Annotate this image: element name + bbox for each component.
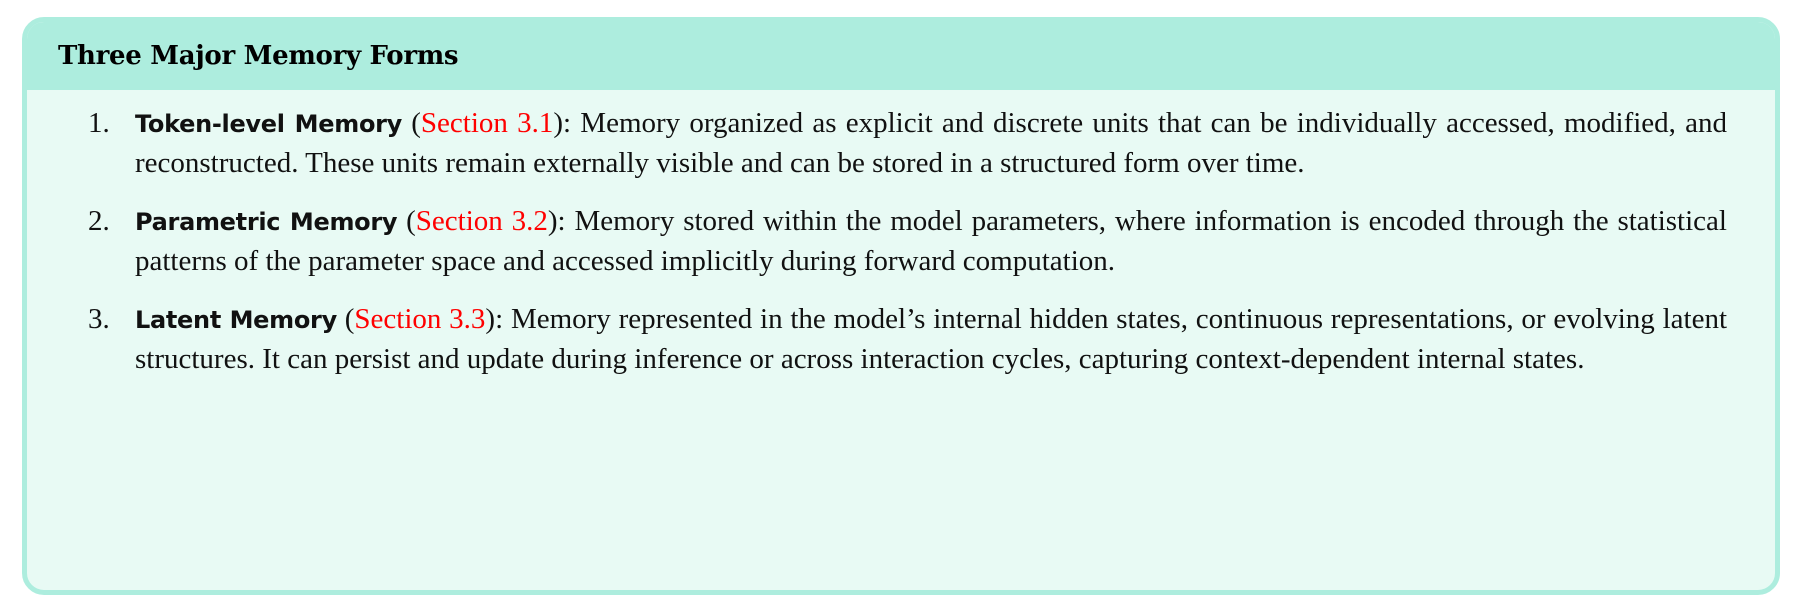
item-description: Memory represented in the model’s intern… bbox=[135, 303, 1728, 375]
item-term: Latent Memory bbox=[135, 306, 337, 334]
box-title: Three Major Memory Forms bbox=[58, 41, 459, 71]
list-item: 3. Latent Memory (Section 3.3): Memory r… bbox=[88, 300, 1728, 379]
item-number: 3. bbox=[88, 303, 110, 335]
item-description: Memory organized as explicit and discret… bbox=[135, 107, 1727, 179]
item-number: 1. bbox=[88, 107, 110, 139]
item-description: Memory stored within the model parameter… bbox=[135, 205, 1727, 277]
item-term: Token-level Memory bbox=[135, 110, 403, 138]
memory-forms-box: Three Major Memory Forms 1. Token-level … bbox=[22, 17, 1780, 595]
section-link[interactable]: Section 3.1 bbox=[420, 107, 554, 139]
item-number: 2. bbox=[88, 205, 110, 237]
box-header: Three Major Memory Forms bbox=[27, 22, 1775, 90]
list-item: 2. Parametric Memory (Section 3.2): Memo… bbox=[88, 202, 1727, 281]
list-item: 1. Token-level Memory (Section 3.1): Mem… bbox=[88, 104, 1727, 183]
memory-forms-list: 1. Token-level Memory (Section 3.1): Mem… bbox=[27, 90, 1775, 379]
section-link[interactable]: Section 3.2 bbox=[415, 205, 548, 237]
item-term: Parametric Memory bbox=[135, 208, 398, 236]
section-link[interactable]: Section 3.3 bbox=[354, 303, 486, 335]
